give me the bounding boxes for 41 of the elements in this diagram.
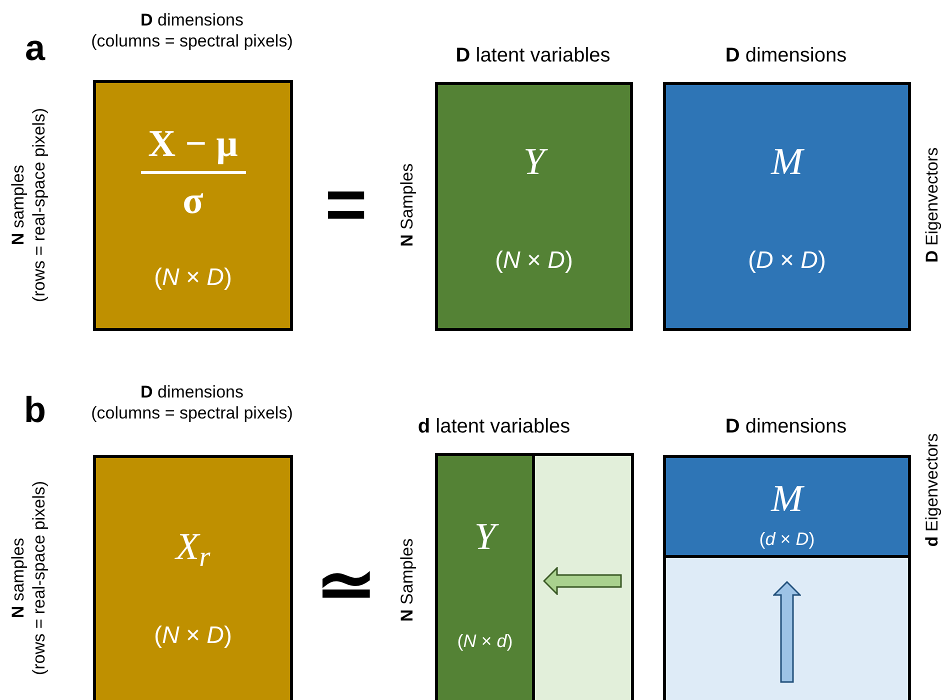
- matrix-box: [435, 82, 633, 331]
- equals-sign: =: [324, 169, 368, 241]
- matrix-block: [663, 455, 911, 700]
- dimension-caption: (columns = spectral pixels): [91, 402, 293, 424]
- matrix-label: M: [771, 480, 803, 518]
- matrix-box: [666, 458, 908, 558]
- axis-caption: N Samples: [396, 538, 418, 622]
- axis-caption: (rows = real-space pixels): [28, 108, 50, 302]
- axis-caption: D Eigenvectors: [921, 147, 942, 263]
- matrix-block: [435, 453, 634, 700]
- matrix-box: [93, 455, 293, 700]
- matrix-label: X$_{r}$: [176, 528, 210, 566]
- axis-caption: d Eigenvectors: [921, 433, 942, 547]
- matrix-label: (N × d): [457, 630, 513, 653]
- matrix-block: [666, 558, 908, 700]
- matrix-label: σ: [182, 182, 204, 220]
- axis-caption: N samples: [7, 164, 28, 246]
- matrix-label: (D × D): [748, 246, 826, 276]
- matrix-box: [663, 82, 911, 331]
- matrix-box: [93, 80, 293, 331]
- dimension-caption: D dimensions: [140, 381, 244, 403]
- matrix-label: (N × D): [154, 263, 232, 293]
- axis-caption: N samples: [7, 538, 28, 618]
- dimension-caption: D latent variables: [456, 44, 610, 68]
- matrix-label: (N × D): [494, 246, 574, 276]
- matrix-box: [438, 456, 535, 700]
- approx-sign: ≃: [316, 549, 376, 621]
- dimension-caption: D dimensions: [725, 44, 847, 68]
- axis-caption: (rows = real-space pixels): [28, 480, 50, 676]
- matrix-label: (d × D): [759, 528, 815, 551]
- dimension-caption: D dimensions: [725, 414, 847, 440]
- axis-caption: N Samples: [396, 163, 418, 247]
- dimension-caption: d latent variables: [418, 414, 570, 440]
- matrix-label: M: [771, 143, 803, 181]
- matrix-label: (N × D): [154, 621, 232, 651]
- matrix-block: [535, 456, 631, 700]
- dimension-caption: D dimensions: [140, 9, 244, 31]
- matrix-label: X − μ: [148, 125, 238, 163]
- panel-letter: a: [24, 30, 46, 66]
- dimension-caption: (columns = spectral pixels): [91, 30, 293, 52]
- panel-letter: b: [24, 392, 46, 428]
